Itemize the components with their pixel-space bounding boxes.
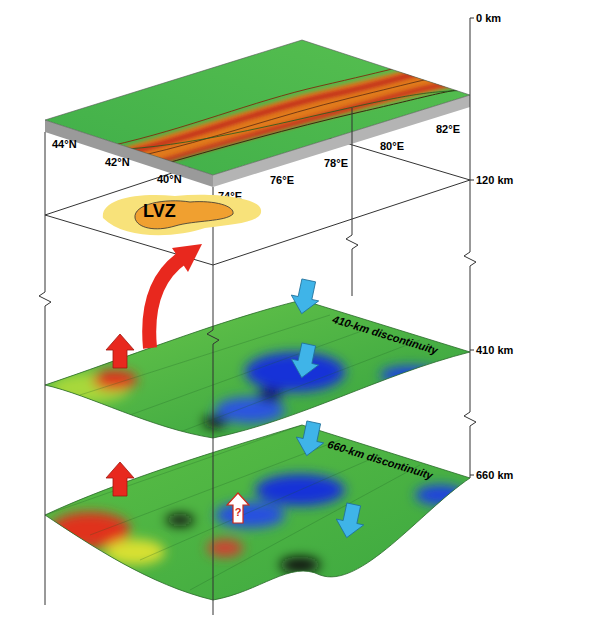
zone-outline <box>95 188 265 240</box>
surface-outline <box>45 425 470 600</box>
upwelling-arrow <box>106 334 134 368</box>
surface-anomalies <box>50 352 440 428</box>
dark-patch <box>258 389 282 401</box>
discontinuity-label: 660-km discontinuity <box>326 437 435 482</box>
downwelling-arrow <box>288 341 322 380</box>
ridge-line <box>140 70 470 156</box>
frame-edge <box>39 132 51 605</box>
contour-line <box>100 90 470 150</box>
surface-fill <box>40 420 480 610</box>
latitude-label: 40°N <box>157 172 182 186</box>
uplift-patch <box>93 370 137 390</box>
downwelling-arrow <box>293 419 327 458</box>
upwelling-arrow <box>149 258 182 348</box>
arrow-shape <box>106 462 134 496</box>
zone-core <box>135 201 233 229</box>
surface-outline <box>45 300 470 438</box>
surface-fill <box>40 35 480 180</box>
question-mark: ? <box>235 506 242 519</box>
question-arrow: ? <box>226 492 250 524</box>
block-frame <box>39 18 476 615</box>
upwelling-arrow <box>106 462 134 496</box>
frame-edge <box>207 187 219 615</box>
surface-410 <box>40 295 480 445</box>
depth-label: 410 km <box>476 343 513 357</box>
arrow-shape <box>106 334 134 368</box>
dark-patch <box>166 514 194 526</box>
zone-label: LVZ <box>143 201 176 223</box>
uplift-patch <box>207 539 243 557</box>
arrow-shape <box>288 277 322 316</box>
depth-ticks <box>470 18 474 475</box>
depression-patch <box>215 502 285 528</box>
surface-anomalies <box>50 474 465 573</box>
longitude-label: 80°E <box>380 139 404 153</box>
depth-axis <box>464 18 476 478</box>
arrow-shape <box>333 501 367 540</box>
downwelling-arrow <box>333 501 367 540</box>
low-velocity-zone: LVZ <box>95 188 265 240</box>
depth-label: 0 km <box>476 11 501 25</box>
topography <box>40 35 480 180</box>
depth-label: 660 km <box>476 468 513 482</box>
arrow-head <box>172 244 202 272</box>
arrow-shape <box>293 419 327 458</box>
latitude-label: 44°N <box>52 137 77 151</box>
surface-fill <box>40 295 480 445</box>
longitude-label: 82°E <box>436 122 460 136</box>
latitude-label: 42°N <box>105 155 130 169</box>
yellow-patch <box>105 539 165 565</box>
frame-edge <box>346 108 358 296</box>
longitude-label: 78°E <box>324 156 348 170</box>
arrow-shape <box>288 341 322 380</box>
discontinuity-label: 410-km discontinuity <box>331 312 440 357</box>
ridge-line <box>110 50 470 146</box>
longitude-label: 76°E <box>270 173 294 187</box>
ridge <box>130 62 470 152</box>
depression-patch <box>245 352 345 392</box>
top-outline <box>45 40 470 175</box>
downwelling-arrow <box>288 277 322 316</box>
dark-patch <box>280 557 320 573</box>
arrow-shape <box>227 493 249 523</box>
ridge <box>160 80 470 162</box>
zone-halo <box>103 195 261 235</box>
ridge-line <box>150 88 470 168</box>
depth-label: 120 km <box>476 173 513 187</box>
depression-patch <box>380 366 440 384</box>
surface-660 <box>40 420 480 610</box>
